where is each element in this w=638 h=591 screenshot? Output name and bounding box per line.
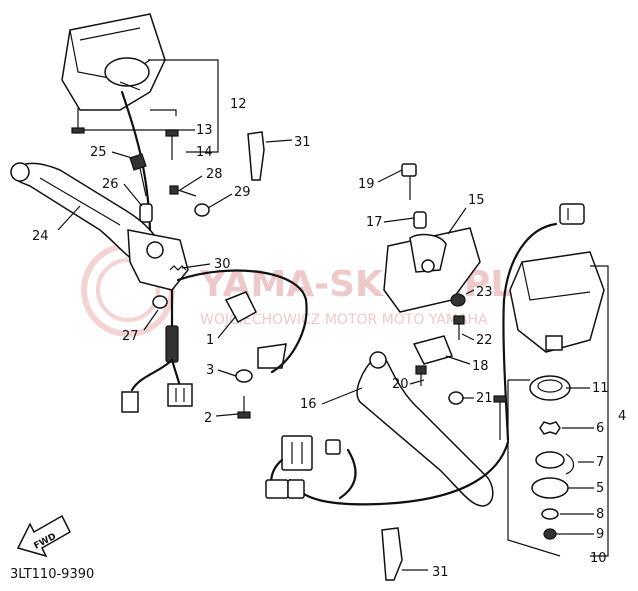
callout-13: 13 (196, 123, 213, 138)
left-switch-housing (61, 13, 166, 111)
cam-6 (539, 421, 561, 435)
spring-7 (565, 453, 575, 475)
brake-lever (356, 351, 494, 507)
callout-10: 10 (590, 551, 607, 566)
housing-screw (493, 395, 507, 440)
right-harness (265, 435, 510, 506)
master-cylinder-body (383, 227, 481, 313)
callout-labels: 12 13 14 31 25 26 28 29 24 30 27 1 3 2 1… (32, 97, 626, 580)
callout-4: 4 (618, 409, 626, 424)
leader-12 (148, 59, 219, 153)
leader-lines (57, 139, 594, 571)
right-switch-housing (502, 203, 605, 442)
screw-14 (165, 129, 179, 160)
fwd-arrow: FWD (16, 514, 71, 558)
callout-28: 28 (206, 167, 223, 182)
callout-7: 7 (596, 455, 604, 470)
callout-8: 8 (596, 507, 604, 522)
screw-13 (71, 108, 85, 134)
collar-17 (413, 211, 427, 229)
callout-16: 16 (300, 397, 317, 412)
collar-5 (531, 477, 569, 499)
callout-18: 18 (472, 359, 489, 374)
callout-25: 25 (90, 145, 107, 160)
callout-6: 6 (596, 421, 604, 436)
lever-holder (127, 229, 189, 291)
diagram-code: 3LT110-9390 (10, 567, 94, 582)
callout-26: 26 (102, 177, 119, 192)
callout-12: 12 (230, 97, 247, 112)
callout-3: 3 (206, 363, 214, 378)
nut-29 (194, 203, 210, 217)
callout-30: 30 (214, 257, 231, 272)
screw-2 (237, 396, 251, 419)
cable-band-31-bottom (381, 527, 403, 581)
callout-2: 2 (204, 411, 212, 426)
callout-23: 23 (476, 285, 493, 300)
callout-15: 15 (468, 193, 485, 208)
callout-19: 19 (358, 177, 375, 192)
callout-29: 29 (234, 185, 251, 200)
washer-8 (541, 508, 559, 520)
callout-22: 22 (476, 333, 493, 348)
callout-5: 5 (596, 481, 604, 496)
switch-part-11 (529, 375, 571, 401)
screw-20 (415, 365, 427, 386)
callout-11: 11 (592, 381, 609, 396)
callout-31-bottom: 31 (432, 565, 449, 580)
callout-24: 24 (32, 229, 49, 244)
screw-28 (169, 185, 197, 197)
clutch-switch (121, 269, 308, 413)
callout-1: 1 (206, 333, 214, 348)
nut-23 (450, 293, 466, 307)
brake-switch-18 (412, 335, 454, 365)
leader-13b (150, 109, 177, 116)
washer-27 (152, 295, 168, 309)
disc-7 (535, 451, 565, 469)
collar-26 (139, 203, 153, 223)
callout-21: 21 (476, 391, 493, 406)
screw-9 (543, 528, 570, 540)
nut-3 (235, 369, 253, 383)
bolt-25 (129, 153, 147, 197)
callout-31-top: 31 (294, 135, 311, 150)
watermark-sub-text: WOJCIECHOWICZ MOTOR MOTO YAMAHA (200, 312, 488, 328)
cable-band-31-top (247, 131, 265, 181)
leader-4 (590, 265, 609, 557)
callout-17: 17 (366, 215, 383, 230)
callout-14: 14 (196, 145, 213, 160)
nut-21 (448, 391, 464, 405)
pin-19 (401, 163, 417, 200)
callout-9: 9 (596, 527, 604, 542)
leader-10b (507, 380, 561, 557)
callout-27: 27 (122, 329, 139, 344)
callout-20: 20 (392, 377, 409, 392)
screw-22 (453, 315, 465, 340)
